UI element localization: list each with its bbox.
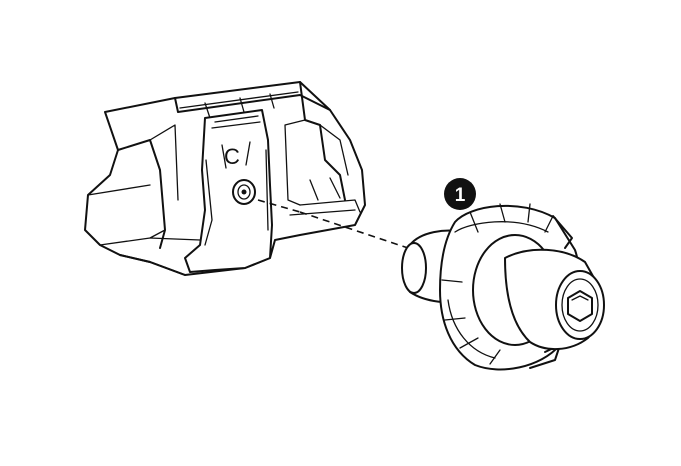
- alignment-line: [257, 199, 421, 253]
- foot-bracket-assembly: C: [84, 81, 366, 276]
- adapter-knob-part: [401, 203, 605, 371]
- callout-badge: 1: [444, 178, 476, 210]
- clamp-plate: [184, 109, 273, 273]
- callout-number: 1: [455, 185, 466, 206]
- callout-circle: [444, 178, 476, 210]
- component-marking-c: C: [224, 144, 240, 169]
